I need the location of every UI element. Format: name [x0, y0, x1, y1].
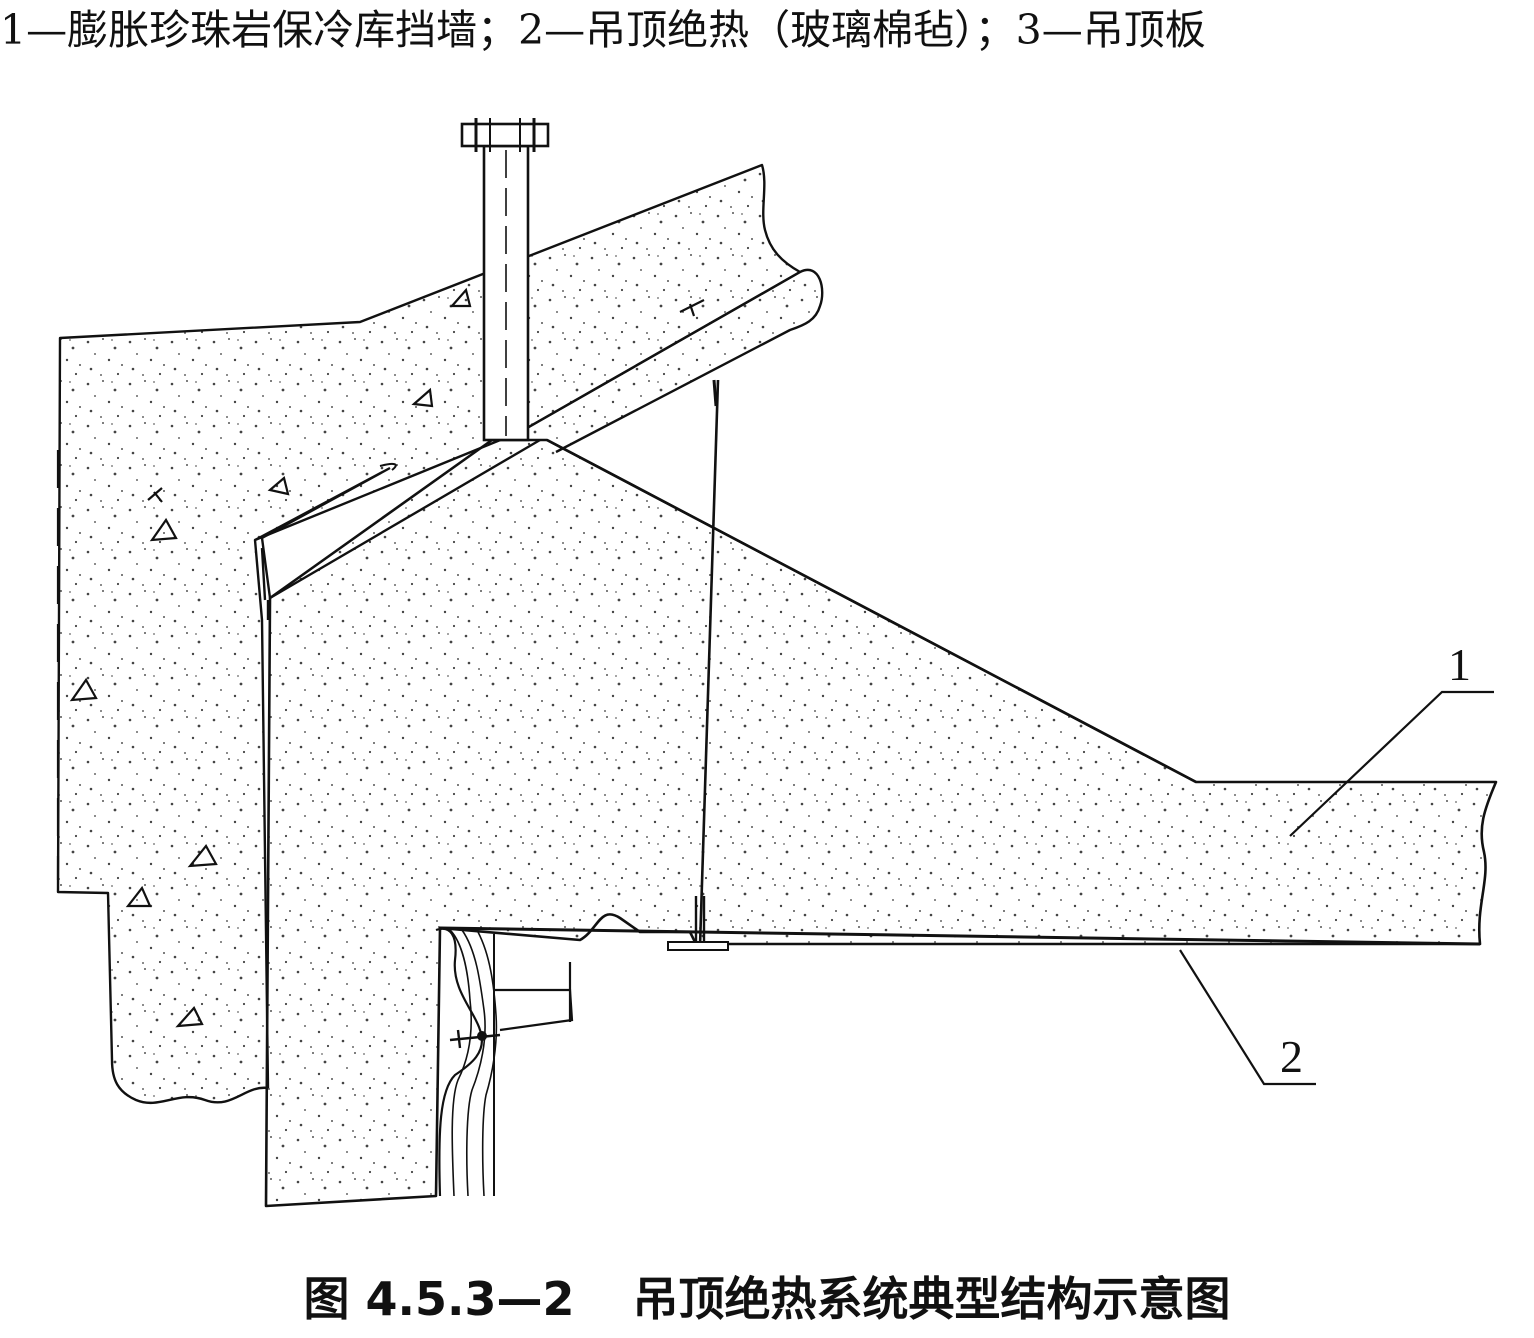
figure-caption: 图 4.5.3—2 吊顶绝热系统典型结构示意图 [0, 1266, 1534, 1332]
figure-title: 吊顶绝热系统典型结构示意图 [632, 1272, 1231, 1326]
ceiling-board-bracket [435, 927, 483, 1197]
hanger-plate [667, 941, 729, 951]
pipe-flange [460, 122, 550, 148]
leader-line-1 [1289, 690, 1494, 837]
slope-line [546, 438, 1197, 784]
roof-beam [519, 268, 824, 454]
hanger-rod [698, 379, 720, 947]
perlite-insulation [264, 438, 1498, 1208]
aggregate-marks [69, 287, 705, 1028]
leader-line-2 [1179, 949, 1316, 1086]
legend-line: 1—膨胀珍珠岩保冷库挡墙；2—吊顶绝热（玻璃棉毡）；3—吊顶板 [0, 6, 1206, 54]
ceiling-bottom-line [439, 926, 1481, 946]
callout-label-2: 2 [1280, 1031, 1303, 1082]
figure-number: 图 4.5.3—2 [303, 1272, 575, 1326]
concrete-wall [56, 163, 802, 1105]
callout-label-1: 1 [1448, 639, 1471, 690]
flashing-detail [254, 438, 541, 620]
